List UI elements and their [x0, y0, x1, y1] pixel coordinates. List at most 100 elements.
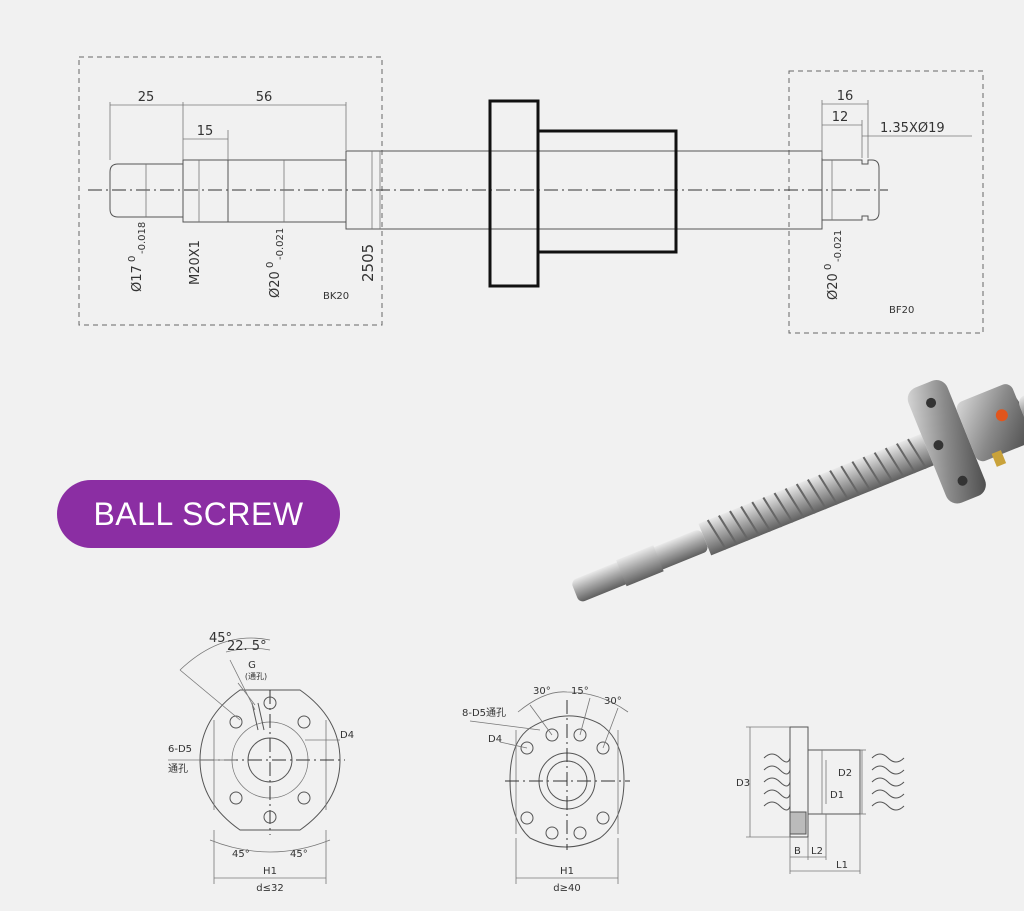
side-nut-section	[789, 811, 807, 835]
dia20-label: Ø20	[268, 271, 283, 298]
flange1-hole-bl	[229, 791, 243, 805]
flange2-ray-1	[529, 704, 553, 736]
flange1-hole-top	[263, 696, 277, 710]
side-l2: L2	[811, 846, 823, 857]
dia20b-tol-upper: 0	[823, 264, 834, 270]
flange1-through: 通孔	[168, 763, 188, 775]
dim-15-label: 15	[197, 124, 214, 139]
flange2-hole-5	[520, 811, 534, 825]
bf20-label: BF20	[889, 305, 914, 316]
dia17-tol-upper: 0	[127, 256, 138, 262]
flange2-ray-3	[602, 707, 619, 749]
dia20-tol-upper: 0	[265, 262, 276, 268]
dim-25-label: 25	[138, 90, 155, 105]
flange2-hole-3	[520, 741, 534, 755]
dia17-label: Ø17	[130, 265, 145, 292]
flange1-ray-22	[229, 659, 256, 711]
flange2-h1: H1	[560, 866, 574, 877]
nut-body	[956, 384, 1024, 462]
dia17-tol-lower: -0.018	[137, 222, 148, 254]
thread-label: M20X1	[188, 240, 203, 285]
flange1-outline	[199, 689, 341, 831]
ball-screw-badge: BALL SCREW	[57, 480, 340, 548]
dia17-label-group: Ø17 0 -0.018	[127, 222, 148, 292]
flange2-hole-1	[545, 728, 559, 742]
length-label-group: 2505	[359, 244, 377, 282]
flange2-holes-leader	[469, 720, 541, 731]
bk20-label: BK20	[323, 291, 349, 302]
flange2-a15: 15°	[571, 686, 589, 697]
flange2-d: d≥40	[553, 883, 580, 894]
side-l1: L1	[836, 860, 848, 871]
nut-flange	[907, 380, 986, 504]
journal-right	[821, 159, 880, 221]
flange1-d4: D4	[340, 730, 354, 741]
section-d20	[227, 159, 347, 223]
flange2-a30b: 30°	[604, 696, 622, 707]
thread-m20	[182, 159, 229, 223]
flange2-outline	[509, 715, 625, 848]
flange1-g-leader	[237, 682, 256, 706]
flange2-hole-4	[596, 741, 610, 755]
flange1-ray-45	[179, 669, 241, 721]
groove-label: 1.35XØ19	[880, 121, 945, 136]
nut-seal	[995, 409, 1008, 422]
side-b: B	[794, 846, 801, 857]
dia20b-label-group: Ø20 0 -0.021	[823, 230, 844, 300]
flange2-a30: 30°	[533, 686, 551, 697]
side-d1: D1	[830, 790, 844, 801]
flange-hole-3	[933, 440, 944, 451]
flange1-g-hole-a	[251, 702, 259, 731]
main-shaft	[345, 150, 823, 230]
flange2-hole-8	[573, 826, 587, 840]
flange-drawing-1: 45° 22. 5° G (通孔) 6-D5 通孔 D4 45° 45° H1 …	[168, 631, 354, 894]
flange1-h1: H1	[263, 866, 277, 877]
shaft-drawing: 25 56 15 16 12 1.35XØ19 Ø17 0 -0.018 M20…	[78, 56, 984, 334]
flange1-angle45: 45°	[209, 631, 232, 646]
length-label: 2505	[359, 244, 377, 282]
flange2-hole-6	[596, 811, 610, 825]
flange2-arc	[517, 691, 629, 713]
flange1-g: G	[248, 660, 256, 671]
ball-nut-body	[536, 129, 678, 254]
flange1-hole-bottom	[263, 810, 277, 824]
flange-hole-2	[957, 475, 968, 486]
flange1-angle45c: 45°	[290, 849, 308, 860]
flange-hole-1	[926, 397, 937, 408]
thread-label-group: M20X1	[188, 240, 203, 285]
flange1-angle45b: 45°	[232, 849, 250, 860]
flange1-holes: 6-D5	[168, 744, 192, 755]
flange1-g-hole: (通孔)	[245, 671, 267, 681]
grease-nipple	[991, 450, 1007, 467]
ball-nut-flange	[488, 99, 540, 288]
dim-16-label: 16	[837, 89, 854, 104]
bk20-support-outline	[78, 56, 383, 326]
flange1-hole-tr	[297, 715, 311, 729]
flange1-arc-22	[225, 648, 271, 653]
flange-drawing-2: 30° 15° 30° 8-D5通孔 D4 H1 d≥40	[462, 686, 630, 894]
flange1-d: d≤32	[256, 883, 283, 894]
flange2-ray-2	[579, 697, 591, 736]
journal-d17	[109, 163, 184, 218]
flange2-d4-leader	[499, 741, 528, 749]
flange1-hole-br	[297, 791, 311, 805]
flange1-g-hole-b	[257, 702, 265, 731]
flange1-arc-45	[179, 637, 271, 671]
dia20b-tol-lower: -0.021	[833, 230, 844, 262]
dia20b-label: Ø20	[826, 273, 841, 300]
ball-screw-photo	[572, 380, 1024, 602]
dim-12-label: 12	[832, 110, 849, 125]
bf20-support-outline	[788, 70, 984, 334]
ball-screw-badge-label: BALL SCREW	[93, 495, 304, 532]
flange2-hole-7	[545, 826, 559, 840]
flange2-hole-2	[573, 728, 587, 742]
side-view-drawing: D3 D2 D1 B L2 L1	[736, 726, 905, 874]
flange2-d4: D4	[488, 734, 502, 745]
flange1-bottom-arc	[209, 839, 331, 853]
dia20-tol-lower: -0.021	[275, 228, 286, 260]
flange1-hole-tl	[229, 715, 243, 729]
side-thread-right	[871, 753, 905, 811]
dim-56-label: 56	[256, 90, 273, 105]
side-d2: D2	[838, 768, 852, 779]
